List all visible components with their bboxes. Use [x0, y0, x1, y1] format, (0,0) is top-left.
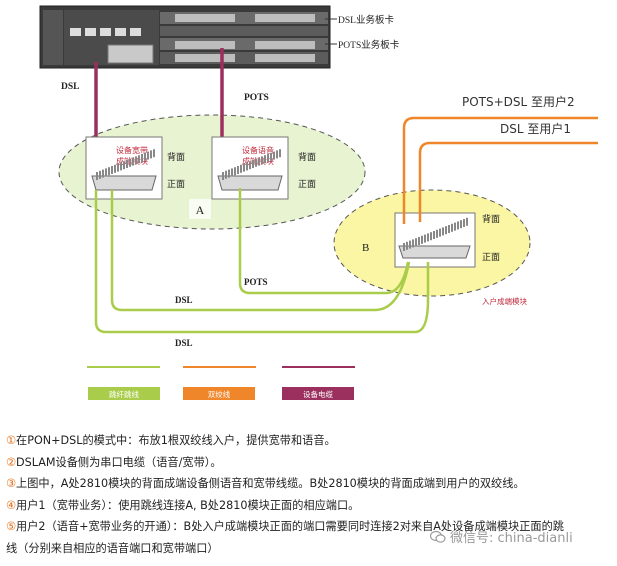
note-1-text: 在PON+DSL的模式中：布放1根双绞线入户，提供宽带和语音。	[16, 434, 336, 447]
wechat-icon	[430, 530, 446, 543]
user-module-label: 入户成端模块	[482, 296, 527, 306]
module-a2-front-label: 正面	[298, 179, 316, 189]
legend: 跳纤跳线 双绞线 设备电缆	[87, 366, 355, 400]
note-5: ⑤用户2（语音+宽带业务的开通）：B处入户成端模块正面的端口需要同时连接2对来自…	[6, 516, 612, 538]
notes-section: ①在PON+DSL的模式中：布放1根双绞线入户，提供宽带和语音。 ②DSLAM设…	[6, 430, 612, 559]
zone-a-label: A	[196, 203, 205, 217]
module-a2-teeth	[222, 149, 281, 180]
note-4-number: ④	[6, 498, 17, 512]
module-a1-front-label: 正面	[167, 179, 185, 189]
watermark-text: 微信号: china-dianli	[450, 531, 573, 546]
note-4: ④用户1（宽带业务）：使用跳线连接A, B处2810模块正面的相应端口。	[6, 495, 612, 517]
broadband-module	[85, 136, 163, 200]
dsl-card-label: DSL业务板卡	[338, 14, 394, 26]
twisted-pair-user2	[402, 116, 598, 224]
jumper-dsl-2	[94, 190, 430, 334]
dsl-user1-label: DSL 至用户1	[500, 121, 571, 136]
module-b-front-label: 正面	[482, 252, 500, 262]
wechat-watermark: 微信号: china-dianli	[430, 527, 573, 546]
note-5-number: ⑤	[6, 520, 17, 533]
dsl-cable-label: DSL	[61, 82, 79, 92]
dsl-jumper-label-2: DSL	[175, 338, 193, 348]
note-3: ③上图中，A处2810模块的背面成端设备侧语音和宽带线缆。B处2810模块的背面…	[6, 473, 612, 495]
dsl-jumper-label-1: DSL	[175, 295, 193, 305]
pots-cable-label: POTS	[244, 93, 269, 103]
note-5-text: 用户2（语音+宽带业务的开通）：B处入户成端模块正面的端口需要同时连接2对来自A…	[16, 520, 564, 533]
note-2-number: ②	[6, 455, 17, 469]
pots-card-label: POTS业务板卡	[338, 39, 400, 51]
twisted-pair-user1	[418, 141, 598, 222]
jumper-pots	[238, 188, 410, 295]
legend-twisted-pair-label: 双绞线	[208, 389, 231, 399]
legend-device-cable-label: 设备电缆	[303, 389, 333, 399]
note-3-number: ③	[6, 477, 17, 490]
note-4-text: 用户1（宽带业务）：使用跳线连接A, B处2810模块正面的相应端口。	[16, 498, 360, 512]
note-2: ②DSLAM设备侧为串口电缆（语音/宽带）。	[6, 452, 612, 474]
module-b-back-label: 背面	[482, 213, 500, 224]
network-diagram: DSL业务板卡 POTS业务板卡 DSL POTS 设备宽带成端模块 背面 正面…	[39, 5, 598, 400]
note-3-text: 上图中，A处2810模块的背面成端设备侧语音和宽带线缆。B处2810模块的背面成…	[16, 477, 525, 490]
zone-b-label: B	[362, 242, 369, 254]
module-b-teeth	[403, 217, 468, 251]
module-a1-teeth	[96, 149, 155, 180]
pots-jumper-label: POTS	[244, 277, 268, 287]
note-1: ①在PON+DSL的模式中：布放1根双绞线入户，提供宽带和语音。	[6, 430, 612, 452]
note-5-cont: 线（分别来自相应的语音端口和宽带端口）	[6, 538, 612, 560]
note-2-text: DSLAM设备侧为串口电缆（语音/宽带）。	[16, 455, 222, 469]
note-1-number: ①	[6, 434, 17, 447]
pots-dsl-user2-label: POTS+DSL 至用户2	[462, 94, 575, 109]
module-a2-back-label: 背面	[298, 151, 316, 162]
jumper-dsl-1	[110, 190, 411, 312]
dslam-device	[39, 5, 331, 69]
note-5-cont-text: 线（分别来自相应的语音端口和宽带端口）	[6, 541, 219, 555]
legend-jumper-label: 跳纤跳线	[109, 389, 139, 399]
module-a1-back-label: 背面	[167, 151, 185, 162]
